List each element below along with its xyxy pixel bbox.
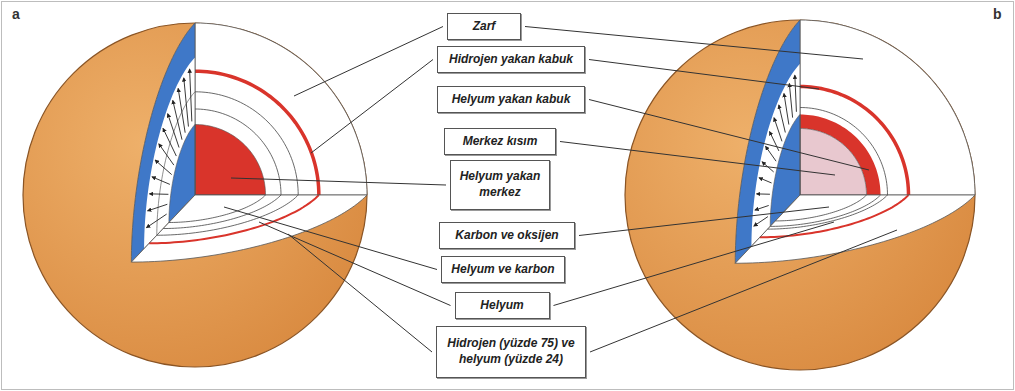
convection-arrow — [152, 177, 170, 185]
box-label: Helyum yakan merkez — [457, 169, 543, 200]
box-label: Helyum — [462, 298, 543, 314]
box-label: Hidrojen (yüzde 75) ve helyum (yüzde 24) — [443, 336, 579, 367]
panel-letter: b — [993, 7, 1002, 21]
leader-line — [311, 60, 433, 154]
leader-line — [590, 230, 897, 352]
leader-line — [259, 222, 451, 306]
convection-arrow — [779, 105, 785, 133]
core-region — [195, 124, 266, 195]
leader-line — [224, 207, 437, 270]
leader-line — [294, 27, 443, 97]
convection-arrow — [766, 146, 777, 161]
label-box: Zarf — [447, 13, 521, 40]
convection-arrow — [759, 178, 772, 183]
convection-arrow — [155, 160, 172, 175]
label-box: Helyum ve karbon — [441, 256, 565, 283]
leader-line — [579, 207, 829, 236]
box-label: Hidrojen yakan kabuk — [444, 52, 578, 68]
face-outline — [131, 195, 367, 262]
convection-arrow — [784, 94, 789, 125]
convection-arrow — [795, 75, 797, 112]
core-region — [800, 129, 867, 196]
face-outline — [735, 195, 975, 263]
leader-line — [554, 222, 835, 306]
box-label: Zarf — [454, 19, 514, 35]
label-box: Helyum yakan kabuk — [437, 86, 585, 113]
label-box: Helyum yakan merkez — [450, 160, 550, 210]
star-sphere — [23, 23, 367, 367]
label-box: Merkez kısım — [444, 128, 556, 155]
layer-boundary — [169, 195, 266, 223]
convection-arrow — [770, 132, 779, 151]
convection-arrow — [184, 78, 189, 127]
layer-boundary — [760, 195, 909, 237]
face-outline — [800, 20, 975, 195]
label-box: Karbon ve oksijen — [439, 222, 575, 249]
leader-line — [231, 178, 446, 185]
cut-face — [735, 195, 975, 263]
convection-arrow — [755, 205, 769, 210]
convection-arrow — [146, 214, 166, 228]
convection-arrow — [149, 193, 168, 194]
leader-line — [589, 60, 819, 90]
label-box: Hidrojen (yüzde 75) ve helyum (yüzde 24) — [436, 326, 586, 378]
layer-boundary — [800, 87, 909, 196]
layer-boundary — [157, 195, 298, 235]
box-label: Merkez kısım — [451, 134, 549, 150]
layer-ring — [800, 115, 881, 196]
convection-arrow — [190, 69, 192, 121]
leader-lines — [224, 27, 897, 353]
leader-line — [288, 234, 432, 352]
label-box: Hidrojen yakan kabuk — [437, 46, 585, 73]
box-label: Helyum ve karbon — [448, 262, 558, 278]
leader-line — [560, 142, 835, 176]
cut-face — [131, 195, 367, 262]
star-cutaway — [23, 23, 367, 367]
leader-line — [589, 100, 869, 171]
convection-arrow — [178, 88, 185, 132]
box-label: Karbon ve oksijen — [446, 228, 568, 244]
convection-arrow — [148, 204, 168, 211]
convection-arrow — [789, 84, 792, 118]
layer-boundary — [149, 195, 319, 243]
cut-face — [195, 23, 367, 195]
layer-boundary — [195, 71, 319, 195]
face-outline — [195, 23, 367, 195]
label-box: Helyum — [455, 292, 550, 319]
layer-boundary — [770, 195, 880, 226]
convection-arrow — [754, 217, 768, 226]
convection-arrow — [757, 193, 770, 194]
layer-boundary — [800, 108, 888, 196]
panel-letter: a — [12, 7, 20, 21]
convection-arrow — [774, 118, 782, 142]
cut-face — [800, 20, 975, 195]
box-label: Helyum yakan kabuk — [444, 92, 578, 108]
